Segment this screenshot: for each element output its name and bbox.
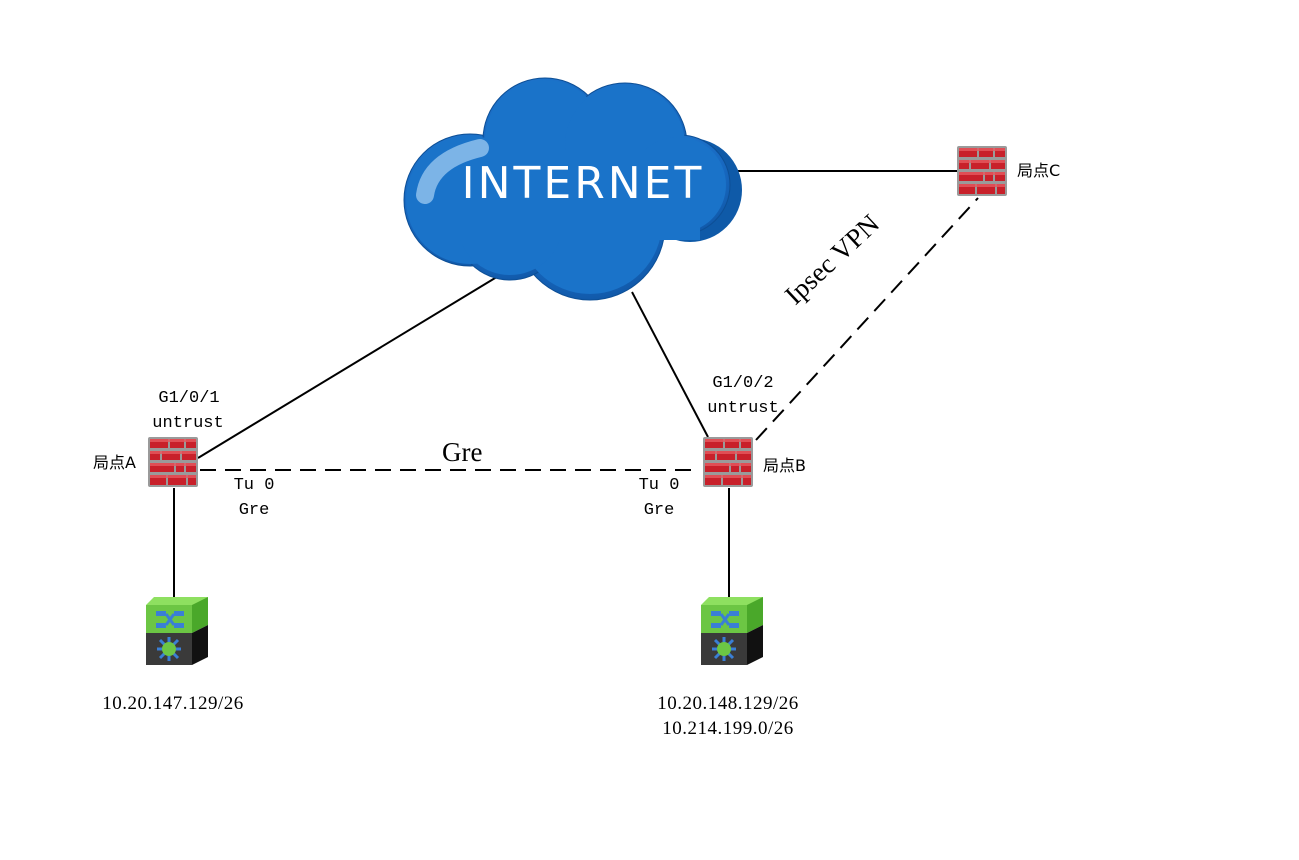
site-c-name: 局点C: [1017, 161, 1061, 180]
internet-label: INTERNET: [462, 158, 705, 209]
firewall-site-a-icon: [148, 437, 198, 487]
link-internet-site-b: [631, 291, 709, 438]
gre-tunnel-label: Gre: [442, 437, 483, 467]
site-a-zone: untrust: [152, 414, 224, 433]
switch-site-b-icon: [699, 595, 765, 667]
site-a-tunnel-type: Gre: [238, 501, 270, 520]
site-a-subnet: 10.20.147.129/26: [102, 693, 244, 714]
site-a-interface: G1/0/1: [158, 389, 220, 408]
internet-cloud-icon: INTERNET: [403, 77, 742, 301]
site-b-interface: G1/0/2: [712, 374, 774, 393]
switch-site-a-icon: [144, 595, 210, 667]
firewall-site-b-icon: [703, 437, 753, 487]
site-b-zone: untrust: [707, 399, 779, 418]
site-a-tunnel: Tu 0: [233, 476, 275, 495]
site-b-tunnel: Tu 0: [638, 476, 680, 495]
site-b-tunnel-type: Gre: [643, 501, 675, 520]
link-internet-site-a: [197, 271, 506, 459]
site-b-subnet-1: 10.20.148.129/26: [657, 693, 799, 714]
firewall-site-c-icon: [957, 146, 1007, 196]
site-a-name: 局点A: [93, 453, 136, 472]
site-b-subnet-2: 10.214.199.0/26: [662, 718, 794, 739]
ipsec-tunnel-line: [755, 197, 979, 441]
site-b-name: 局点B: [763, 456, 806, 475]
